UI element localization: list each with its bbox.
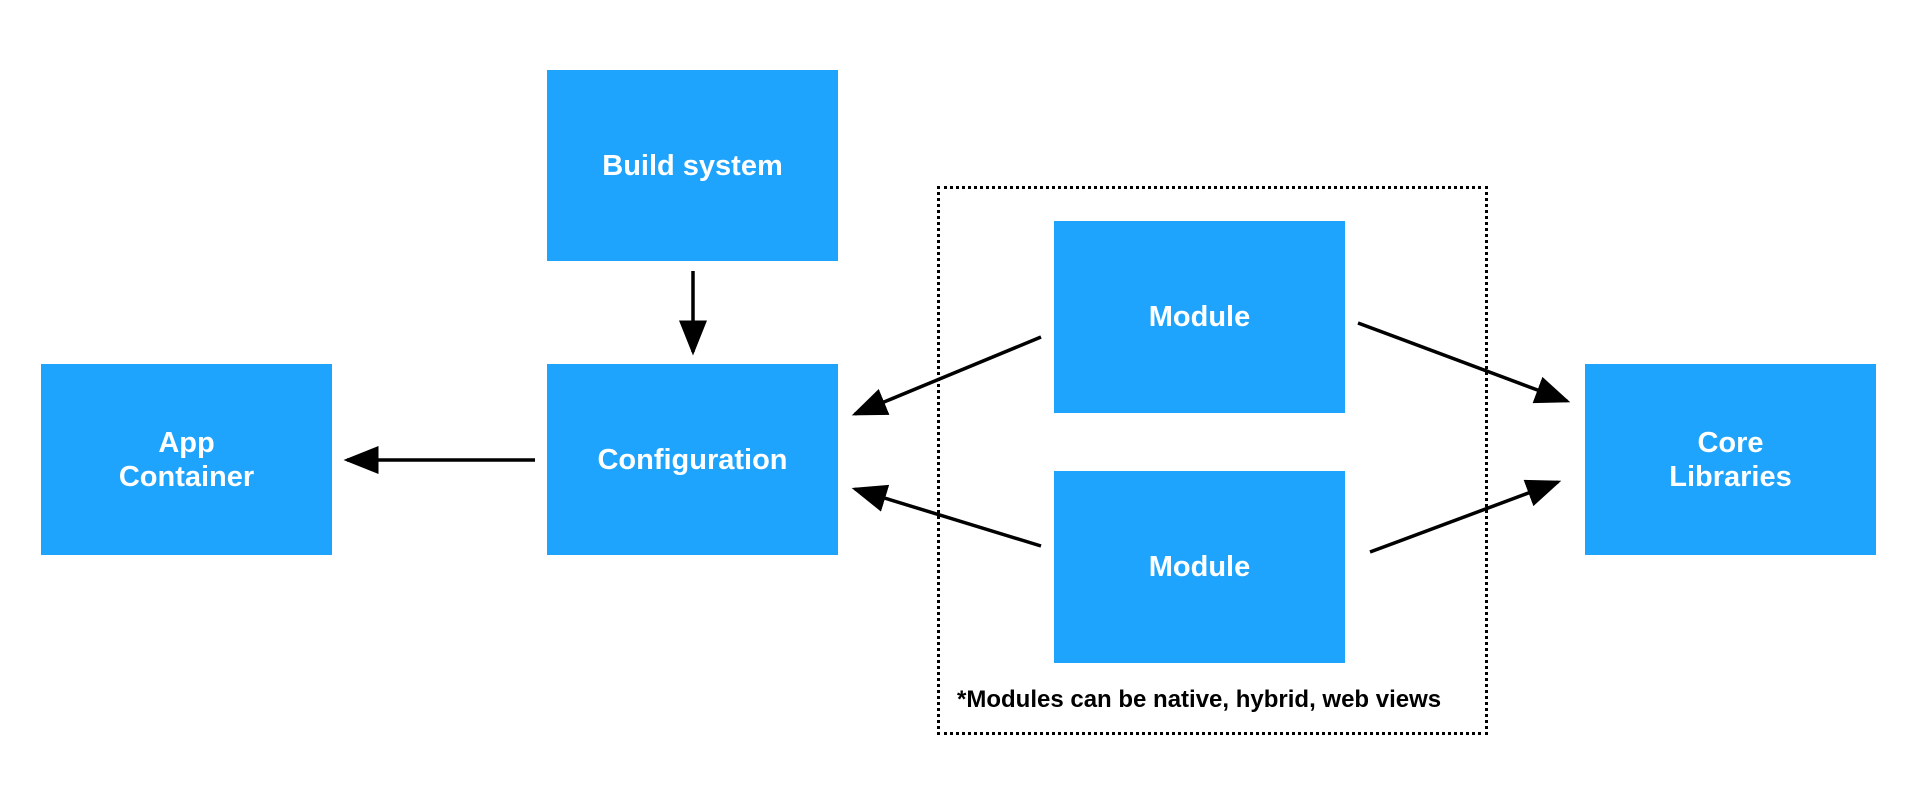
core-libraries-box: Core Libraries [1585, 364, 1876, 555]
modules-group-border [937, 186, 1488, 735]
arrow-module-top-to-core-libraries [1357, 321, 1571, 404]
arrow-module-bottom-to-core-libraries [1369, 479, 1562, 554]
arrow-module-bottom-to-configuration [851, 484, 1042, 548]
configuration-box: Configuration [547, 364, 838, 555]
modules-note: *Modules can be native, hybrid, web view… [957, 686, 1442, 713]
module-box-bottom: Module [1054, 471, 1345, 663]
arrow-module-top-to-configuration [851, 335, 1042, 416]
module-box-top: Module [1054, 221, 1345, 413]
app-container-box: App Container [41, 364, 332, 555]
build-system-box: Build system [547, 70, 838, 261]
